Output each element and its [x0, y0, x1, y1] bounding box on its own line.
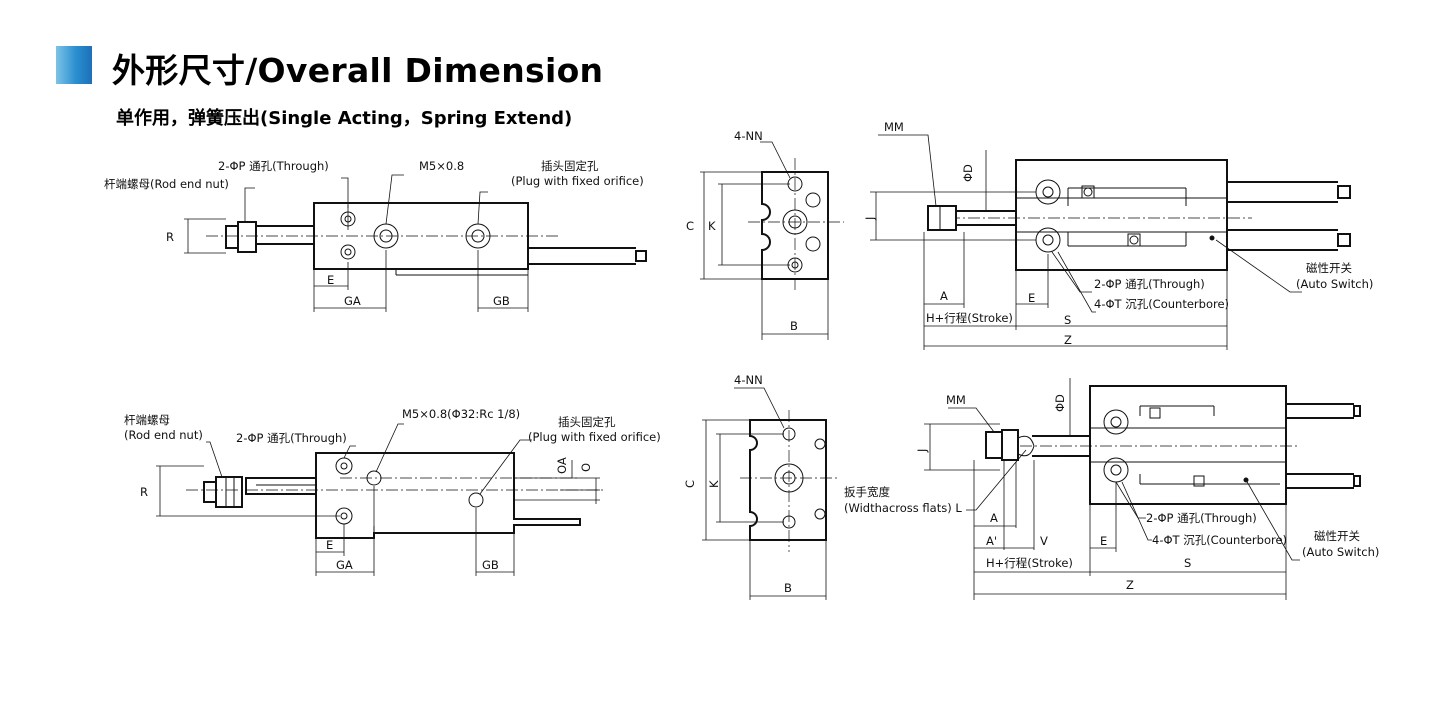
v3-h: H+行程(Stroke)	[926, 311, 1013, 325]
v3-s: S	[1064, 313, 1071, 327]
v4-e: E	[326, 538, 333, 552]
v6-z: Z	[1126, 578, 1134, 592]
v4-oa: OA	[555, 457, 569, 474]
v6-v: V	[1040, 534, 1048, 548]
v5-c: C	[683, 480, 697, 488]
v6-wrench-en: (Widthacross flats) L	[844, 501, 962, 515]
v6-e: E	[1100, 534, 1107, 548]
v6-wrench: 扳手宽度	[844, 485, 890, 499]
view-side-bottom: 杆端螺母 (Rod end nut) 2-ΦP 通孔(Through) M5×0…	[124, 407, 661, 576]
v6-sw-en: (Auto Switch)	[1302, 545, 1379, 559]
v6-mm: MM	[946, 393, 966, 407]
title-color-block	[56, 46, 92, 84]
v3-sw-cn: 磁性开关	[1306, 261, 1352, 275]
v5-nn: 4-NN	[734, 373, 763, 387]
v6-s: S	[1184, 556, 1191, 570]
v3-e: E	[1028, 291, 1035, 305]
v1-port-label: M5×0.8	[419, 159, 464, 173]
v4-port: M5×0.8(Φ32:Rc 1/8)	[402, 407, 520, 421]
v4-nut-en: (Rod end nut)	[124, 428, 203, 442]
v4-o: O	[579, 463, 593, 472]
cylinder-body-2	[315, 452, 581, 539]
v6-hole: 2-ΦP 通孔(Through)	[1146, 511, 1257, 525]
v2-nn: 4-NN	[734, 129, 763, 143]
body-plan	[1015, 159, 1228, 271]
v3-j: J	[863, 217, 877, 221]
v1-plug-en: (Plug with fixed orifice)	[511, 174, 644, 188]
rod-nut-plan	[927, 205, 957, 231]
piston-rod-2	[245, 477, 317, 495]
v2-b: B	[790, 319, 798, 333]
view-side-top: 2-ΦP 通孔(Through) 杆端螺母(Rod end nut) M5×0.…	[104, 159, 647, 312]
v1-rod-nut-label: 杆端螺母(Rod end nut)	[104, 177, 229, 191]
v6-sw-cn: 磁性开关	[1314, 529, 1360, 543]
view-end-top: 4-NN C K B	[686, 129, 844, 340]
page-title: 外形尺寸/Overall Dimension	[112, 51, 604, 90]
v4-gb: GB	[482, 558, 499, 572]
v6-a: A	[990, 511, 998, 525]
v3-z: Z	[1064, 333, 1072, 347]
v3-mm: MM	[884, 120, 904, 134]
view-bottom-bottom: MM ΦD J 扳手宽度 (Widthacross flats) L 2-ΦP …	[844, 378, 1379, 600]
v4-hole: 2-ΦP 通孔(Through)	[236, 431, 347, 445]
view-end-bottom: 4-NN C K B	[683, 373, 840, 600]
v4-nut-cn: 杆端螺母	[124, 413, 170, 427]
v6-cbore: 4-ΦT 沉孔(Counterbore)	[1152, 533, 1287, 547]
v1-r: R	[166, 230, 174, 244]
v1-e: E	[327, 273, 334, 287]
v3-a: A	[940, 289, 948, 303]
v3-hole: 2-ΦP 通孔(Through)	[1094, 277, 1205, 291]
end-face-2	[749, 419, 827, 541]
body-plan-2	[1089, 385, 1287, 505]
v1-gb: GB	[493, 294, 510, 308]
v4-plug-cn: 插头固定孔	[558, 415, 616, 429]
v1-plug-cn: 插头固定孔	[541, 159, 599, 173]
piston-rod	[255, 225, 315, 245]
v1-hole-label: 2-ΦP 通孔(Through)	[218, 159, 329, 173]
v4-r: R	[140, 485, 148, 499]
v3-sw-en: (Auto Switch)	[1296, 277, 1373, 291]
view-bottom-top: MM ΦD J 2-ΦP 通孔(Through) 4-ΦT 沉孔(Counter…	[863, 120, 1373, 350]
v6-phid: ΦD	[1053, 394, 1067, 412]
v2-c: C	[686, 219, 694, 233]
v4-ga: GA	[336, 558, 353, 572]
v1-ga: GA	[344, 294, 361, 308]
v6-j: J	[915, 449, 929, 453]
v3-phid: ΦD	[961, 164, 975, 182]
v6-h: H+行程(Stroke)	[986, 556, 1073, 570]
v3-cbore: 4-ΦT 沉孔(Counterbore)	[1094, 297, 1229, 311]
v4-plug-en: (Plug with fixed orifice)	[528, 430, 661, 444]
v5-b: B	[784, 581, 792, 595]
v5-k: K	[707, 480, 721, 488]
v6-a2: A'	[986, 534, 997, 548]
v2-k: K	[708, 219, 716, 233]
page-subtitle: 单作用，弹簧压出(Single Acting，Spring Extend)	[116, 108, 573, 129]
